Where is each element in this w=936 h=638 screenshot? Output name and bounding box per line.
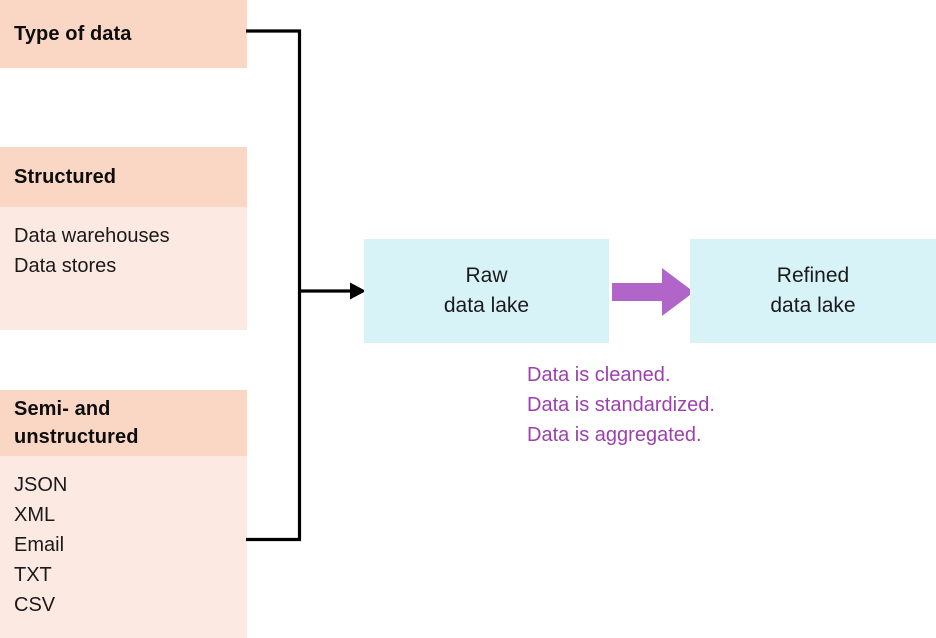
structured-header-label: Structured [14, 166, 117, 188]
raw-data-lake-line-2: data lake [443, 294, 530, 317]
transform-caption-line-2: Data is standardized. [527, 394, 715, 416]
card-header-structured: Structured [0, 147, 247, 207]
semi-unstructured-header-line-1: Semi- and [14, 398, 111, 420]
raw-data-lake-line-1: Raw [465, 264, 508, 287]
semi-unstructured-header-line-2: unstructured [14, 426, 139, 448]
bracket-connector-arrow [246, 29, 366, 542]
raw-data-lake-box: Raw data lake [364, 239, 609, 343]
list-item: Email [14, 534, 65, 556]
transform-caption-line-3: Data is aggregated. [527, 424, 702, 446]
refined-data-lake-box: Refined data lake [690, 239, 936, 343]
card-body-structured: Data warehouses Data stores [0, 207, 247, 330]
type-of-data-label: Type of data [14, 23, 132, 45]
refined-data-lake-line-1: Refined [776, 264, 850, 287]
card-header-semi-and-unstructured: Semi- and unstructured [0, 390, 247, 456]
list-item: XML [14, 504, 56, 526]
list-item: TXT [14, 564, 52, 586]
transform-caption: Data is cleaned. Data is standardized. D… [527, 360, 907, 450]
transform-caption-line-1: Data is cleaned. [527, 364, 671, 386]
transform-arrow-icon [612, 268, 694, 316]
card-header-type-of-data: Type of data [0, 0, 247, 68]
refined-data-lake-line-2: data lake [770, 294, 856, 317]
card-body-semi-and-unstructured: JSON XML Email TXT CSV [0, 456, 247, 638]
list-item: JSON [14, 474, 68, 496]
list-item: CSV [14, 594, 56, 616]
list-item: Data stores [14, 255, 117, 277]
list-item: Data warehouses [14, 225, 170, 247]
